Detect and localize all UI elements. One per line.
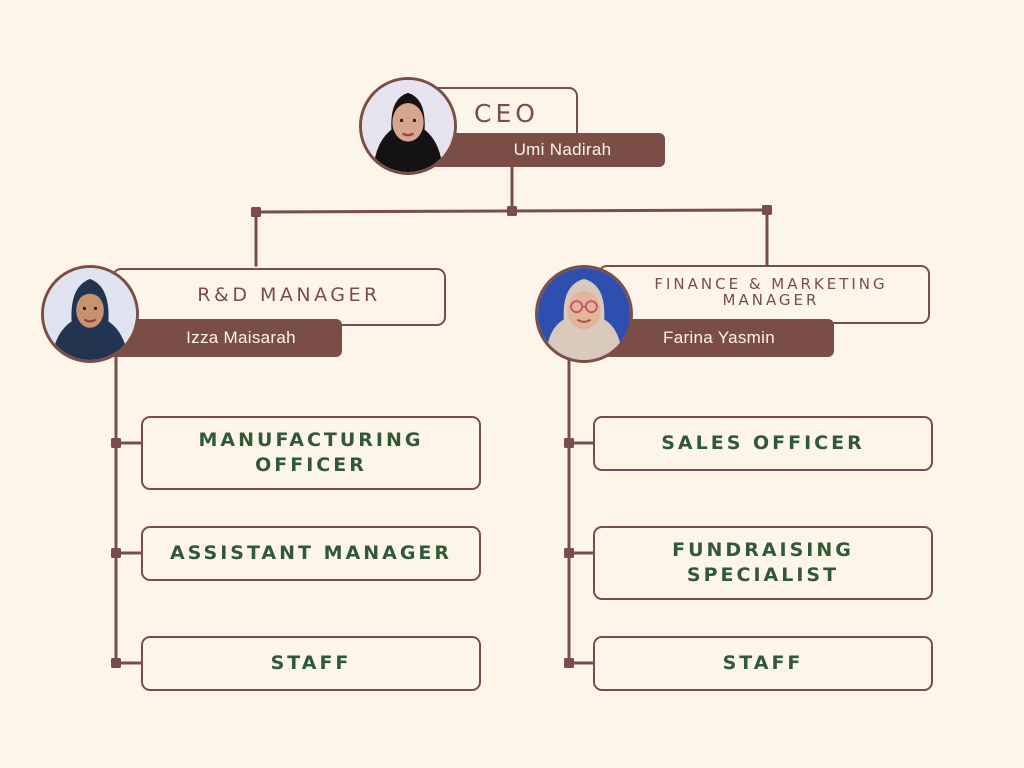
rd-role-label: ASSISTANT MANAGER xyxy=(169,542,453,565)
finance-role-box-2: FUNDRAISING SPECIALIST xyxy=(593,526,933,600)
junction-node xyxy=(564,438,574,448)
rd-role-box-3: STAFF xyxy=(141,636,481,691)
rd-role-box-2: ASSISTANT MANAGER xyxy=(141,526,481,581)
rd-name-tag: Izza Maisarah xyxy=(112,319,342,357)
rd-role-label: STAFF xyxy=(270,652,352,675)
rd-name: Izza Maisarah xyxy=(186,328,296,347)
ceo-name-tag: Umi Nadirah xyxy=(430,133,665,167)
finance-role-label: FUNDRAISING SPECIALIST xyxy=(672,539,854,586)
person-photo-icon xyxy=(538,268,630,360)
person-photo-icon xyxy=(44,268,136,360)
junction-node xyxy=(251,207,261,217)
junction-node xyxy=(564,658,574,668)
finance-role-label: SALES OFFICER xyxy=(661,432,865,455)
junction-node xyxy=(111,658,121,668)
ceo-name: Umi Nadirah xyxy=(513,140,612,159)
junction-node xyxy=(762,205,772,215)
finance-name: Farina Yasmin xyxy=(663,328,775,347)
junction-node xyxy=(507,206,517,216)
rd-role-label: MANUFACTURING OFFICER xyxy=(198,429,424,476)
person-photo-icon xyxy=(362,80,454,172)
finance-title-box: FINANCE & MARKETING MANAGER xyxy=(598,265,930,324)
finance-role-box-1: SALES OFFICER xyxy=(593,416,933,471)
finance-role-box-3: STAFF xyxy=(593,636,933,691)
ceo-title: CEO xyxy=(474,99,539,128)
rd-role-box-1: MANUFACTURING OFFICER xyxy=(141,416,481,490)
junction-node xyxy=(564,548,574,558)
finance-name-tag: Farina Yasmin xyxy=(600,319,834,357)
rd-avatar xyxy=(41,265,139,363)
rd-title-box: R&D MANAGER xyxy=(112,268,446,326)
ceo-avatar xyxy=(359,77,457,175)
junction-node xyxy=(111,548,121,558)
junction-node xyxy=(111,438,121,448)
rd-title: R&D MANAGER xyxy=(197,284,381,306)
finance-role-label: STAFF xyxy=(722,652,804,675)
finance-title: FINANCE & MARKETING MANAGER xyxy=(654,274,888,309)
finance-avatar xyxy=(535,265,633,363)
